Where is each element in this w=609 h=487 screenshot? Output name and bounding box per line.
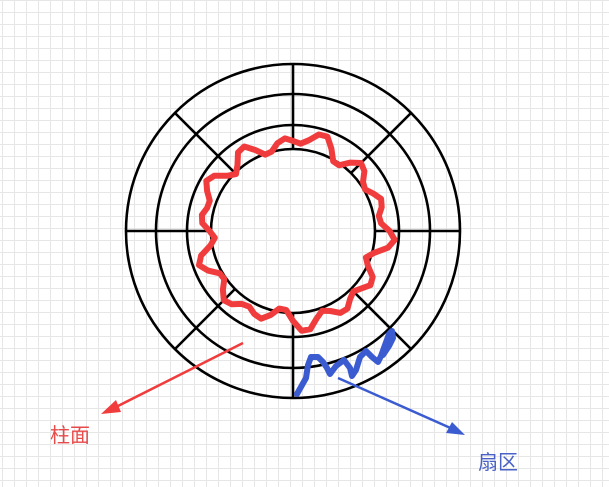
cylinder-label: 柱面 xyxy=(50,423,90,447)
sector-scribble xyxy=(294,328,396,397)
cylinder-wavy-outline xyxy=(196,131,398,334)
sector-dividers xyxy=(126,64,460,398)
sector-divider xyxy=(174,112,236,174)
cylinder-arrowhead xyxy=(101,400,121,414)
sector-divider xyxy=(350,288,412,350)
sector-arrowhead xyxy=(446,422,465,435)
sector-label: 扇区 xyxy=(478,450,518,474)
cylinder-arrow xyxy=(101,341,244,414)
sector-arrow xyxy=(337,376,465,435)
